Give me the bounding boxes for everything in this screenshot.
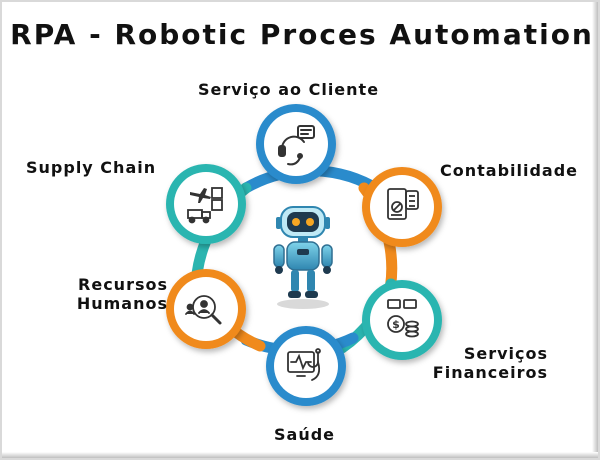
label-recursos-line-1: Recursos bbox=[78, 275, 168, 294]
financial-coins-icon: $ bbox=[387, 299, 419, 338]
label-servicos-financeiros: Serviços Financeiros bbox=[418, 344, 548, 382]
label-servicos-line-2: Financeiros bbox=[432, 363, 548, 382]
node-servico-ao-cliente[interactable] bbox=[256, 104, 336, 184]
people-search-icon bbox=[185, 295, 222, 325]
node-saude[interactable] bbox=[266, 326, 346, 406]
diagram-title: RPA - Robotic Proces Automation bbox=[10, 18, 594, 51]
label-supply-chain: Supply Chain bbox=[26, 158, 157, 177]
node-servicos-financeiros[interactable]: $ bbox=[362, 280, 442, 360]
node-recursos-humanos[interactable] bbox=[166, 269, 246, 349]
label-servico-ao-cliente: Serviço ao Cliente bbox=[198, 80, 380, 99]
node-supply-chain[interactable] bbox=[166, 164, 246, 244]
accounting-calculator-icon bbox=[387, 188, 419, 220]
logistics-plane-truck-icon bbox=[187, 187, 223, 224]
health-monitor-stethoscope-icon bbox=[287, 348, 321, 381]
label-recursos-humanos: Recursos Humanos bbox=[68, 275, 168, 313]
label-contabilidade: Contabilidade bbox=[440, 161, 579, 180]
label-saude: Saúde bbox=[274, 425, 336, 444]
svg-text:$: $ bbox=[392, 318, 400, 331]
label-recursos-line-2: Humanos bbox=[76, 294, 168, 313]
label-servicos-line-1: Serviços bbox=[463, 344, 548, 363]
customer-service-headset-icon bbox=[278, 125, 315, 166]
robot-icon bbox=[273, 206, 333, 309]
node-contabilidade[interactable] bbox=[362, 167, 442, 247]
